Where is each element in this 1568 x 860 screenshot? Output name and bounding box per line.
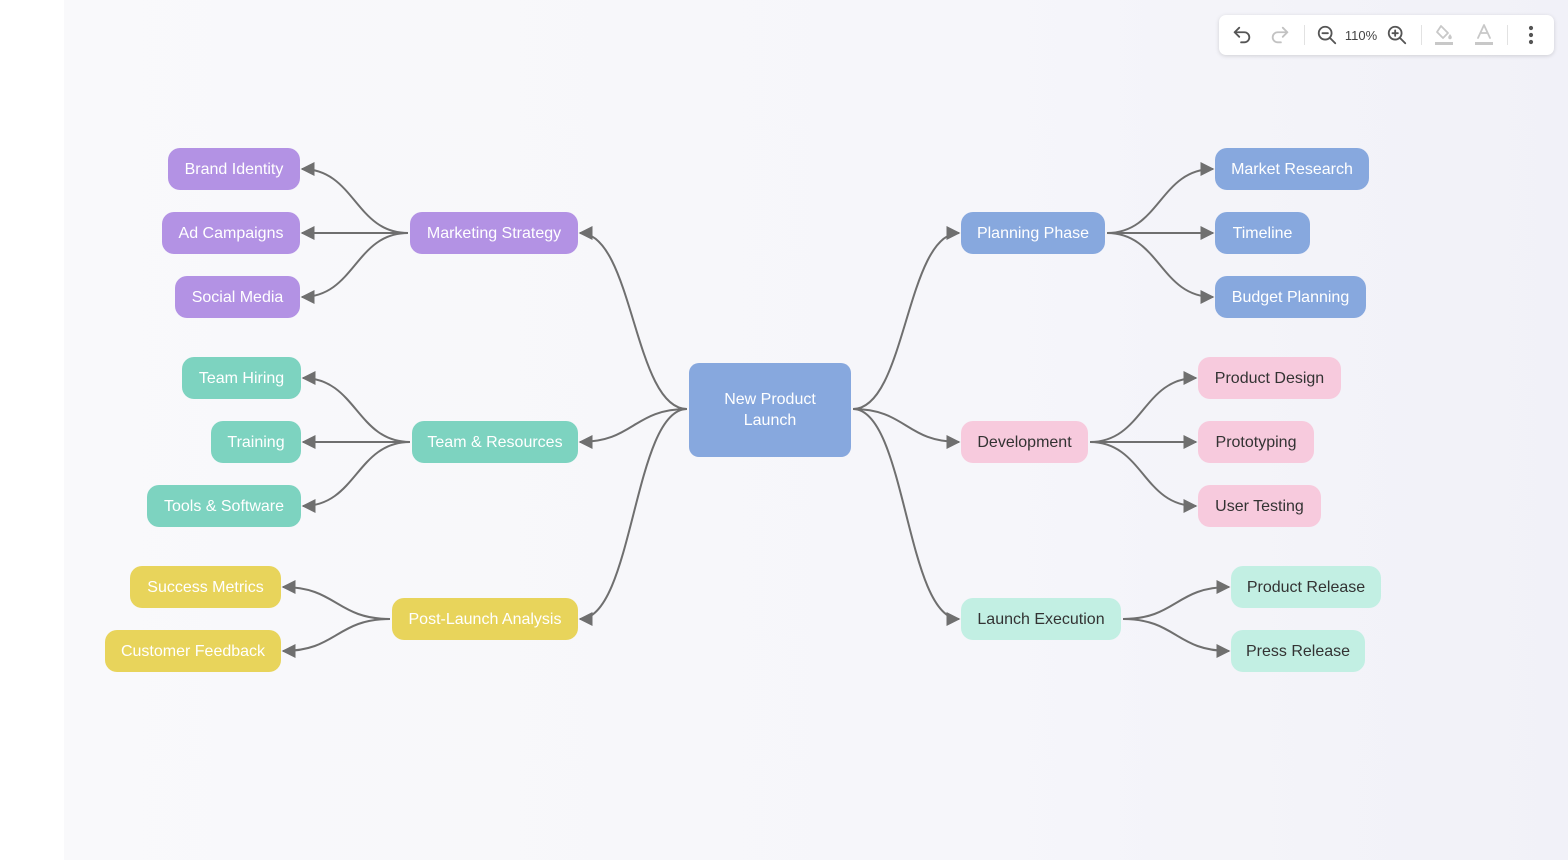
zoom-level[interactable]: 110% (1344, 27, 1378, 43)
leaf-node-brand-identity[interactable]: Brand Identity (168, 148, 300, 190)
toolbar-divider (1507, 25, 1508, 45)
text-color-button[interactable] (1471, 15, 1497, 55)
connector-root-to-branch-node-planning-phase (852, 226, 961, 410)
branch-node-marketing-strategy[interactable]: Marketing Strategy (410, 212, 578, 254)
leaf-node-prototyping[interactable]: Prototyping (1198, 421, 1314, 463)
branch-node-team-resources[interactable]: Team & Resources (412, 421, 578, 463)
leaf-node-tools-software[interactable]: Tools & Software (147, 485, 301, 527)
connector-branch-node-planning-phase-to-leaf-node-market-research (1106, 162, 1215, 234)
text-color-icon (1475, 24, 1493, 45)
leaf-node-market-research[interactable]: Market Research (1215, 148, 1369, 190)
root-node-label-line1: New Product (724, 391, 816, 408)
fill-color-icon (1435, 25, 1453, 45)
zoom-out-icon (1317, 25, 1337, 45)
connector-branch-node-development-to-leaf-node-product-design (1089, 371, 1198, 443)
zoom-in-button[interactable] (1384, 15, 1410, 55)
zoom-in-icon (1387, 25, 1407, 45)
zoom-out-button[interactable] (1314, 15, 1340, 55)
root-node[interactable]: New Product Launch (689, 363, 851, 457)
leaf-node-ad-campaigns[interactable]: Ad Campaigns (162, 212, 300, 254)
leaf-node-social-media[interactable]: Social Media (175, 276, 300, 318)
connector-branch-node-marketing-strategy-to-leaf-node-brand-identity (300, 162, 409, 234)
connector-branch-node-launch-execution-to-leaf-node-product-release (1122, 580, 1231, 620)
leaf-node-product-release[interactable]: Product Release (1231, 566, 1381, 608)
connector-branch-node-team-resources-to-leaf-node-team-hiring (301, 371, 411, 443)
leaf-node-team-hiring[interactable]: Team Hiring (182, 357, 301, 399)
branch-node-post-launch-analysis[interactable]: Post-Launch Analysis (392, 598, 578, 640)
branch-node-planning-phase[interactable]: Planning Phase (961, 212, 1105, 254)
fill-color-button[interactable] (1431, 15, 1457, 55)
toolbar-divider (1304, 25, 1305, 45)
more-options-button[interactable] (1517, 15, 1545, 55)
root-node-label-line2: Launch (743, 412, 797, 429)
leaf-node-press-release[interactable]: Press Release (1231, 630, 1365, 672)
connector-branch-node-post-launch-analysis-to-leaf-node-customer-feedback (281, 618, 391, 658)
connector-root-to-branch-node-team-resources (578, 408, 688, 449)
undo-icon (1233, 26, 1251, 44)
leaf-node-training[interactable]: Training (211, 421, 301, 463)
leaf-node-customer-feedback[interactable]: Customer Feedback (105, 630, 281, 672)
connector-root-to-branch-node-development (852, 408, 961, 449)
connector-branch-node-launch-execution-to-leaf-node-press-release (1122, 618, 1231, 658)
connector-branch-node-planning-phase-to-leaf-node-budget-planning (1106, 232, 1215, 304)
redo-button[interactable] (1267, 15, 1293, 55)
leaf-node-success-metrics[interactable]: Success Metrics (130, 566, 281, 608)
connector-root-to-branch-node-launch-execution (852, 408, 961, 626)
connector-branch-node-development-to-leaf-node-user-testing (1089, 441, 1198, 513)
leaf-node-timeline[interactable]: Timeline (1215, 212, 1310, 254)
connector-branch-node-post-launch-analysis-to-leaf-node-success-metrics (281, 580, 391, 620)
branch-node-launch-execution[interactable]: Launch Execution (961, 598, 1121, 640)
undo-button[interactable] (1229, 15, 1255, 55)
floating-toolbar: 110% (1219, 15, 1554, 55)
leaf-node-product-design[interactable]: Product Design (1198, 357, 1341, 399)
connector-root-to-branch-node-marketing-strategy (578, 226, 688, 410)
connector-branch-node-team-resources-to-leaf-node-tools-software (301, 441, 411, 513)
more-icon (1528, 25, 1534, 45)
leaf-node-budget-planning[interactable]: Budget Planning (1215, 276, 1366, 318)
branch-node-development[interactable]: Development (961, 421, 1088, 463)
redo-icon (1271, 26, 1289, 44)
connector-root-to-branch-node-post-launch-analysis (578, 408, 688, 626)
toolbar-divider (1421, 25, 1422, 45)
leaf-node-user-testing[interactable]: User Testing (1198, 485, 1321, 527)
connector-branch-node-marketing-strategy-to-leaf-node-social-media (300, 232, 409, 304)
